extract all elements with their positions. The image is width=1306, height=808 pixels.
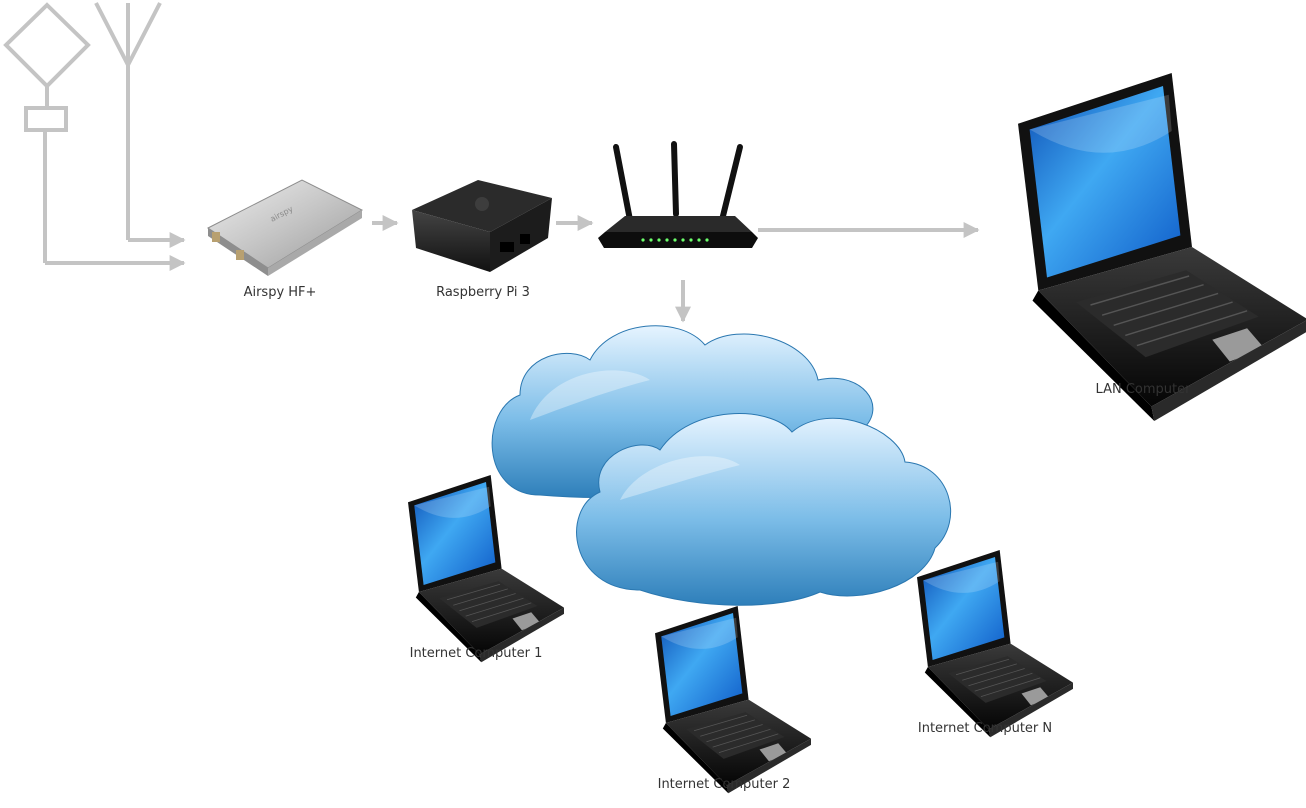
router-led-lights [641,238,709,242]
internet-computer-2-laptop-icon [654,605,812,794]
connector-lines [43,65,980,323]
wifi-router-icon [598,141,758,248]
lan-computer-laptop-icon [1017,72,1306,422]
internet-computer-2-label: Internet Computer 2 [657,777,791,792]
airspy-hf-device-icon: airspy [207,179,364,276]
internet-computer-n-laptop-icon [916,549,1074,738]
airspy-label: Airspy HF+ [243,285,317,300]
lan-computer-label: LAN Computer [1095,382,1191,397]
loop-antenna-icon [3,2,91,132]
raspberry-logo-icon [475,197,489,211]
raspberry-pi-label: Raspberry Pi 3 [436,285,530,300]
internet-computer-n-label: Internet Computer N [917,721,1053,736]
internet-computer-1-label: Internet Computer 1 [409,646,543,661]
raspberry-pi-case-icon [412,180,552,272]
internet-cloud-icon [491,325,952,606]
internet-computer-1-laptop-icon [407,474,565,663]
dipole-antenna-icon [94,2,162,66]
